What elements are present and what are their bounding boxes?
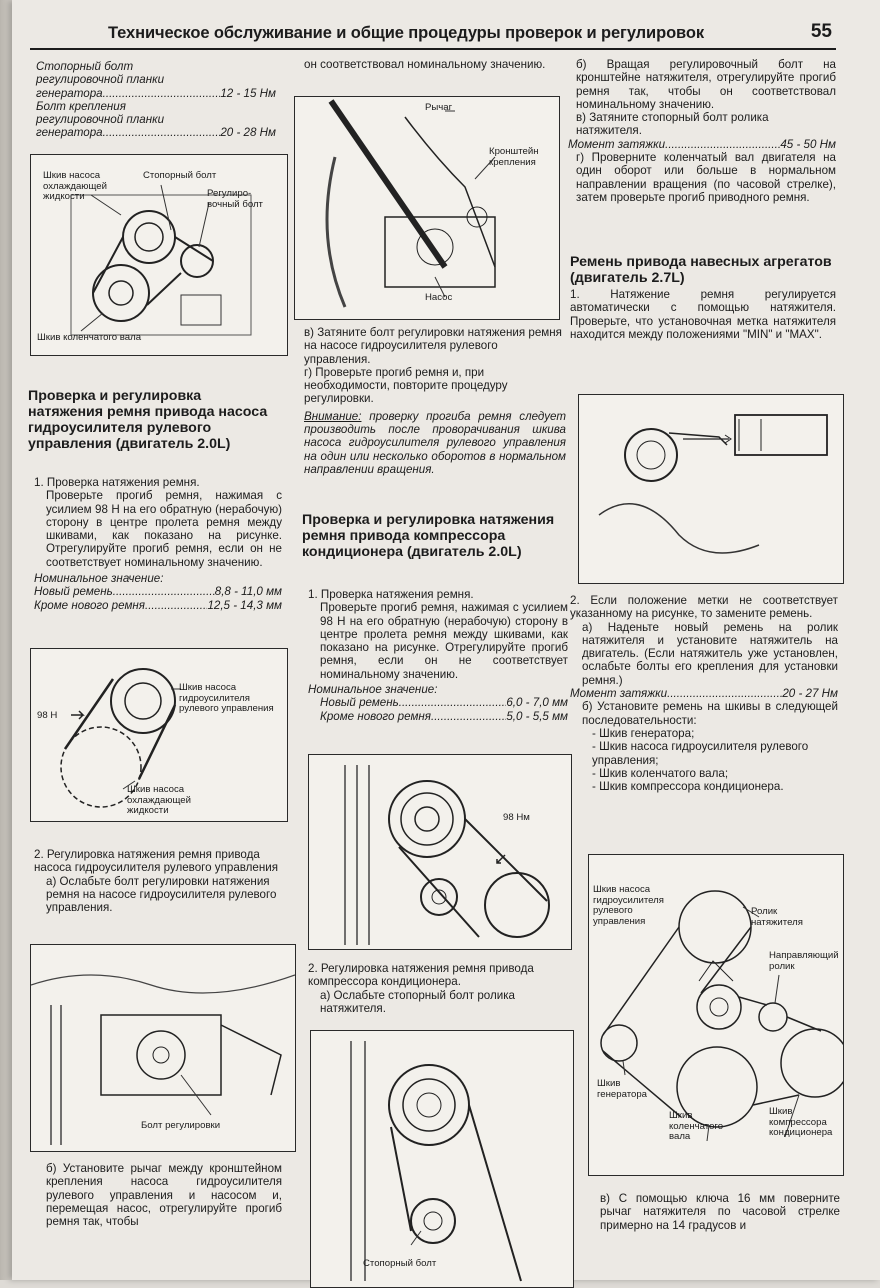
pump-drawing xyxy=(31,974,295,1145)
ac-belt-drawing xyxy=(344,765,550,945)
label-lock-bolt: Стопорный болт xyxy=(143,170,217,181)
ps-steps-vg: в) Затяните болт регулировки натяжения р… xyxy=(304,326,566,476)
torque-row: Момент затяжки20 - 27 Нм xyxy=(570,687,838,700)
page-header: Техническое обслуживание и общие процеду… xyxy=(30,21,836,50)
label-lock-bolt: Стопорный болт xyxy=(363,1258,437,1269)
label-ac-pulley: Шкив компрессора кондиционера xyxy=(769,1106,833,1138)
page: Техническое обслуживание и общие процеду… xyxy=(12,0,880,1288)
page-number: 55 xyxy=(810,21,832,42)
section-heading: Ремень привода навесных агрегатов (двига… xyxy=(570,254,832,286)
torque-row: Момент затяжки45 - 50 Нм xyxy=(568,138,836,151)
figure-ac-belt-deflection: 98 Нм xyxy=(308,754,572,950)
ps-belt-adjust: 2. Регулировка натяжения ремня привода н… xyxy=(34,848,279,915)
label-water-pump-pulley: Шкив насоса охлаждающей жидкости xyxy=(127,784,191,816)
label-crank-pulley: Шкив коленчатого вала xyxy=(669,1110,724,1142)
nominal-row: Новый ремень8,8 - 11,0 мм xyxy=(34,585,282,598)
ps-belt-check: 1. Проверка натяжения ремня. Проверьте п… xyxy=(34,476,282,612)
label-lever: Рычаг xyxy=(425,102,453,113)
warning-word: Внимание: xyxy=(304,409,362,423)
torque-label: регулировочной планки xyxy=(36,113,165,127)
label-alternator-pulley: Шкив генератора xyxy=(597,1078,648,1100)
belt-drawing xyxy=(60,668,181,808)
label-pump: Насос xyxy=(425,292,453,303)
nominal-row: Кроме нового ремня5,0 - 5,5 мм xyxy=(308,710,568,723)
belt-replace: 2. Если положение метки не соответствует… xyxy=(570,594,838,793)
figure-tensioner-mark xyxy=(578,394,844,584)
tensioner-mark-drawing xyxy=(598,414,828,554)
label-adjusting-bolt: Регулиро- вочный болт xyxy=(207,188,263,210)
nominal-row: Кроме нового ремня12,5 - 14,3 мм xyxy=(34,599,282,612)
continued-text: он соответствовал номинальному значению. xyxy=(304,58,546,71)
figure-adjust-bolt: Болт регулировки xyxy=(30,944,296,1152)
figure-alternator-belt: Шкив насоса охлаждающей жидкости Стопорн… xyxy=(30,154,288,356)
torque-row: генератора20 - 28 Нм xyxy=(36,126,276,139)
warning-note: Внимание: проверку прогиба ремня следует… xyxy=(304,409,566,476)
label-water-pump: Шкив насоса охлаждающей жидкости xyxy=(43,170,107,202)
label-ps-pump-pulley: Шкив насоса гидроусилителя рулевого упра… xyxy=(593,884,664,927)
ac-belt-adjust: 2. Регулировка натяжения ремня привода к… xyxy=(308,962,534,1015)
belt-routing-drawing xyxy=(600,890,843,1142)
figure-belt-routing: Шкив насоса гидроусилителя рулевого упра… xyxy=(588,854,844,1176)
ps-belt-step-b: б) Установите рычаг между кронштейном кр… xyxy=(46,1162,282,1229)
column-2: он соответствовал номинальному значению.… xyxy=(294,58,574,1288)
label-bracket: Кронштейн крепления xyxy=(489,146,539,168)
label-crank-pulley: Шкив коленчатого вала xyxy=(37,332,142,343)
label-force: 98 Нм xyxy=(503,812,530,823)
label-force: 98 Н xyxy=(37,710,58,721)
torque-label: Стопорный болт xyxy=(36,60,134,73)
lever-drawing xyxy=(325,99,496,308)
page-title: Техническое обслуживание и общие процеду… xyxy=(108,24,705,42)
label-ps-pump-pulley: Шкив насоса гидроусилителя рулевого упра… xyxy=(179,682,274,714)
ac-steps-bvg: б) Вращая регулировочный болт на кронште… xyxy=(568,58,836,204)
tensioner-drawing xyxy=(350,1041,522,1282)
tensioner-rotate: в) С помощью ключа 16 мм поверните рычаг… xyxy=(600,1192,840,1232)
book-spine xyxy=(0,0,12,1280)
figure-ps-belt-deflection: Шкив насоса гидроусилителя рулевого упра… xyxy=(30,648,288,822)
engine-drawing xyxy=(70,184,252,336)
section-heading: Проверка и регулировка натяжения ремня п… xyxy=(28,388,268,452)
section-ac-belt: Проверка и регулировка натяжения ремня п… xyxy=(302,512,566,560)
section-heading: Проверка и регулировка натяжения ремня п… xyxy=(302,512,555,560)
label-idler-roller: Направляющий ролик xyxy=(769,950,839,972)
torque-spec-top: Стопорный болт регулировочной планки ген… xyxy=(36,60,276,140)
torque-label: Болт крепления xyxy=(36,99,126,113)
torque-row: генератора12 - 15 Нм xyxy=(36,87,276,100)
section-2-7-belt: Ремень привода навесных агрегатов (двига… xyxy=(570,254,836,341)
ac-belt-check: 1. Проверка натяжения ремня. Проверьте п… xyxy=(308,588,568,723)
figure-lock-bolt: Стопорный болт xyxy=(310,1030,574,1288)
section-ps-belt: Проверка и регулировка натяжения ремня п… xyxy=(28,388,268,452)
torque-label: регулировочной планки xyxy=(36,73,165,87)
figure-lever-bracket: Рычаг Кронштейн крепления Насос xyxy=(294,96,560,320)
label-adjust-bolt: Болт регулировки xyxy=(141,1120,221,1131)
nominal-row: Новый ремень6,0 - 7,0 мм xyxy=(308,696,568,709)
label-tensioner-roller: Ролик натяжителя xyxy=(751,906,803,928)
